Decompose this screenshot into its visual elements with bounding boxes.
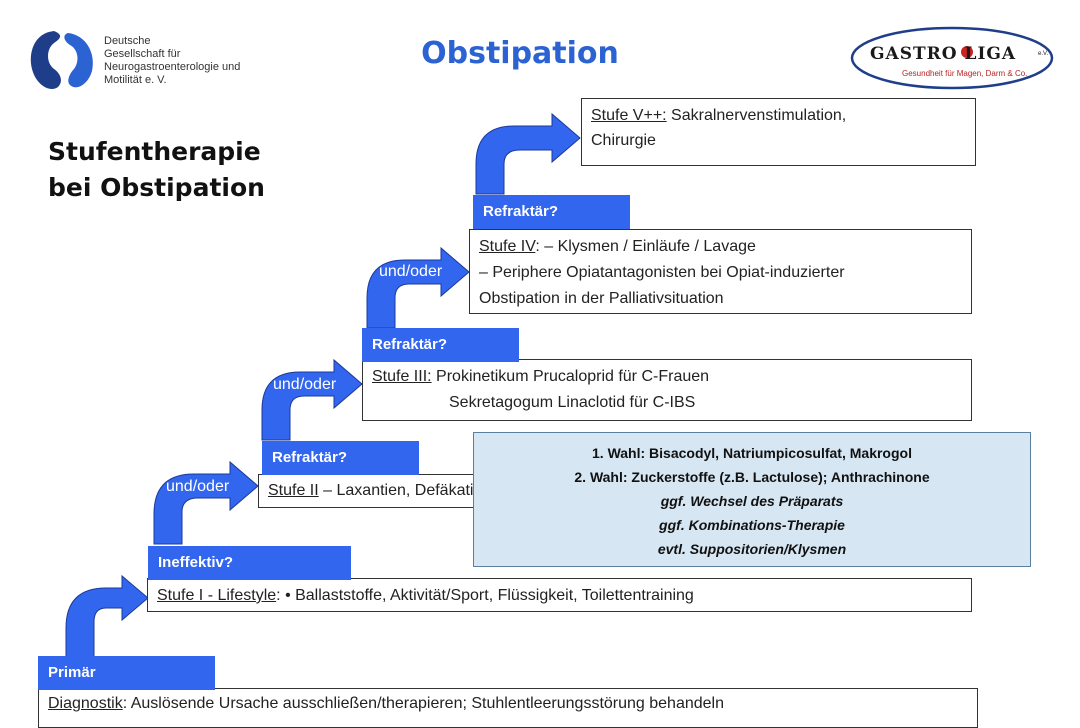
- arrow-2: [153, 460, 259, 545]
- arrow-4: [366, 246, 470, 329]
- step-box-diagnostik: Diagnostik: Auslösende Ursache ausschlie…: [38, 688, 978, 728]
- und-oder-2: und/oder: [273, 376, 337, 393]
- tag-refraktaer-1: Refraktär?: [262, 441, 419, 475]
- gastroliga-logo: GASTRO LIGA e.V. Gesundheit für Magen, D…: [850, 24, 1055, 92]
- step-s4-line3: Obstipation in der Palliativsituation: [479, 290, 724, 307]
- info-line-4: ggf. Kombinations-Therapie: [659, 517, 845, 533]
- tag-refraktaer-2: Refraktär?: [362, 328, 519, 362]
- arrow-1: [65, 574, 149, 659]
- gastroliga-ev: e.V.: [1038, 51, 1049, 57]
- dgnm-line-3: Neurogastroenterologie und: [104, 61, 241, 73]
- step-box-s3: Stufe III: Prokinetikum Prucaloprid für …: [362, 359, 972, 421]
- tag-refraktaer-3: Refraktär?: [473, 195, 630, 229]
- step-s3-line2: Sekretagogum Linaclotid für C-IBS: [449, 394, 696, 411]
- und-oder-1: und/oder: [166, 478, 230, 495]
- step-box-s1: Stufe I - Lifestyle: • Ballaststoffe, Ak…: [147, 578, 972, 612]
- dgnm-line-1: Deutsche: [104, 35, 151, 47]
- info-line-3: ggf. Wechsel des Präparats: [660, 493, 844, 509]
- dgnm-line-4: Motilität e. V.: [104, 74, 167, 86]
- subtitle: Stufentherapie bei Obstipation: [48, 134, 265, 206]
- arrow-5: [475, 112, 581, 195]
- step-box-s5: Stufe V++: Sakralnervenstimulation, Chir…: [581, 98, 976, 166]
- info-line-2: 2. Wahl: Zuckerstoffe (z.B. Lactulose); …: [574, 469, 930, 485]
- tag-primaer: Primär: [38, 656, 215, 690]
- step-s4-line1: : – Klysmen / Einläufe / Lavage: [535, 238, 756, 255]
- diag-label: Diagnostik: [48, 695, 123, 712]
- step-s3-label: Stufe III:: [372, 368, 432, 385]
- step-s1-label: Stufe I - Lifestyle: [157, 587, 277, 604]
- step-s4-line2: – Periphere Opiatantagonisten bei Opiat-…: [479, 264, 845, 281]
- step-s1-text: : • Ballaststoffe, Aktivität/Sport, Flüs…: [276, 587, 694, 604]
- tag-ineffektiv: Ineffektiv?: [148, 546, 351, 580]
- step-s5-line1: Sakralnervenstimulation,: [666, 107, 847, 124]
- step-s5-line2: Chirurgie: [591, 132, 656, 149]
- page-title: Obstipation: [421, 36, 619, 71]
- dgnm-logo: Deutsche Gesellschaft für Neurogastroent…: [24, 25, 244, 97]
- info-line-1: 1. Wahl: Bisacodyl, Natriumpicosulfat, M…: [592, 445, 912, 461]
- step-s2-label: Stufe II: [268, 482, 319, 499]
- step-s5-label: Stufe V++:: [591, 107, 667, 124]
- gastroliga-tagline: Gesundheit für Magen, Darm & Co.: [902, 69, 1028, 78]
- gastroliga-name: GASTRO LIGA: [870, 44, 1017, 64]
- arrow-3: [261, 358, 363, 441]
- subtitle-line-1: Stufentherapie: [48, 137, 261, 166]
- step-s3-line1: Prokinetikum Prucaloprid für C-Frauen: [431, 368, 710, 385]
- diag-text: : Auslösende Ursache ausschließen/therap…: [122, 695, 724, 712]
- laxantien-info-box: 1. Wahl: Bisacodyl, Natriumpicosulfat, M…: [473, 432, 1031, 567]
- und-oder-3: und/oder: [379, 263, 443, 280]
- step-box-s4: Stufe IV: – Klysmen / Einläufe / Lavage …: [469, 229, 972, 314]
- step-s4-label: Stufe IV: [479, 238, 536, 255]
- dgnm-emblem-icon: [30, 31, 93, 89]
- subtitle-line-2: bei Obstipation: [48, 173, 265, 202]
- gastroliga-swoosh-icon: [850, 26, 1054, 90]
- dgnm-line-2: Gesellschaft für: [104, 48, 181, 60]
- info-line-5: evtl. Suppositorien/Klysmen: [657, 541, 847, 557]
